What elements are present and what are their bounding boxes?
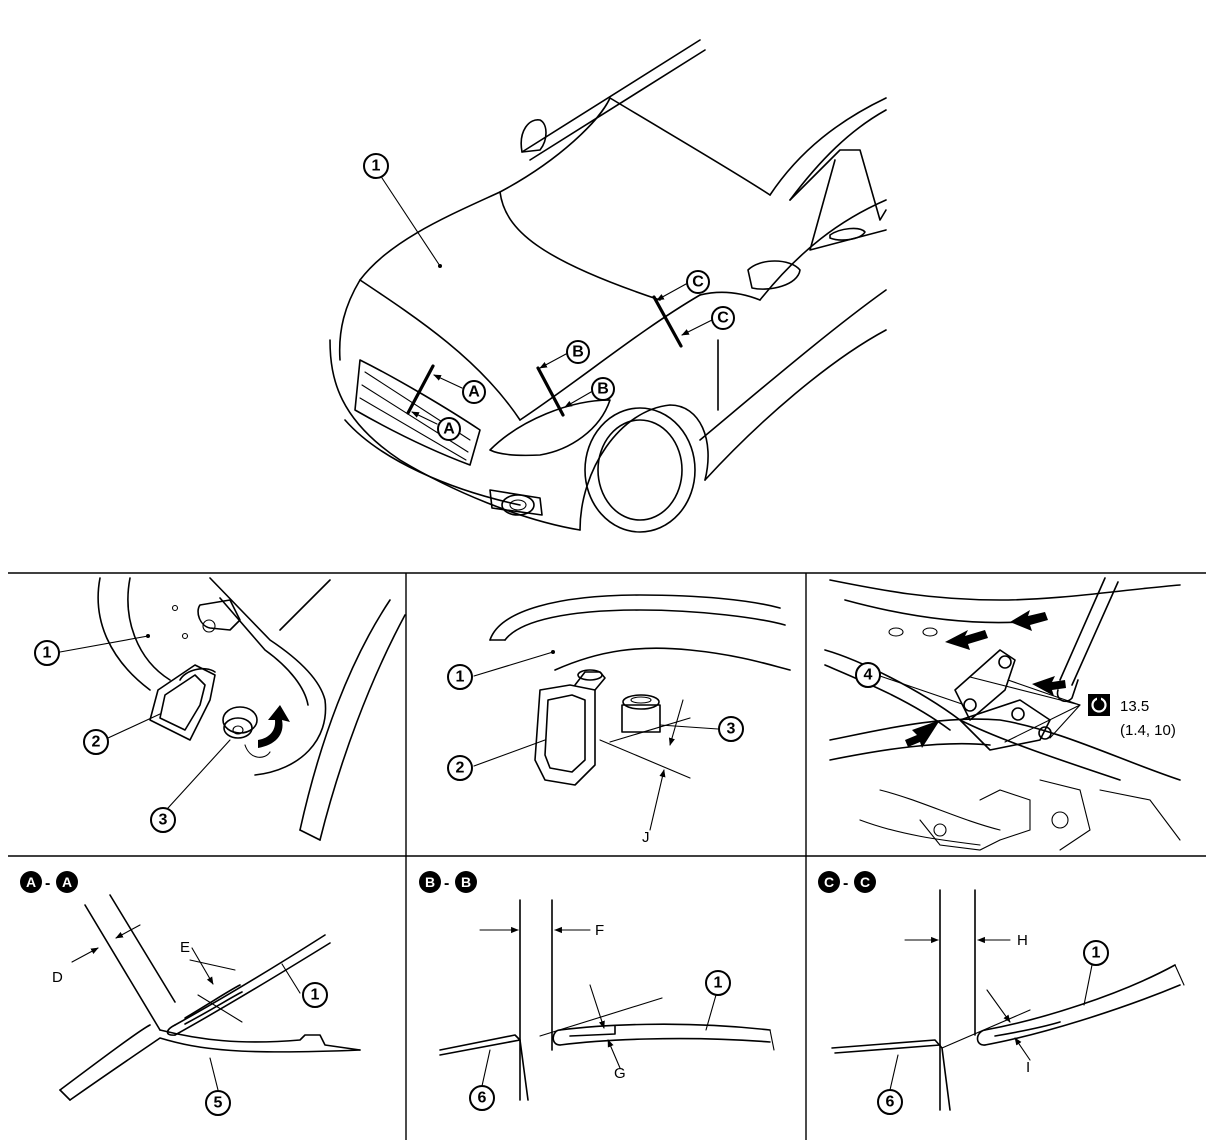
section-mark-b-upper: B — [566, 340, 590, 364]
callout-5-section-aa: 5 — [205, 1090, 231, 1116]
section-mark-a-upper: A — [462, 380, 486, 404]
svg-text:C: C — [824, 874, 834, 890]
svg-text:A: A — [443, 421, 455, 438]
svg-text:C: C — [860, 874, 870, 890]
section-title-bb: B - B — [419, 871, 477, 893]
svg-text:3: 3 — [159, 812, 168, 829]
section-aa-drawing — [59, 894, 361, 1101]
svg-text:A: A — [62, 874, 72, 890]
torque-alt-units: (1.4, 10) — [1120, 722, 1176, 739]
callout-bracket-2-panel2: 2 — [447, 755, 473, 781]
torque-wrench-icon — [1088, 694, 1110, 716]
svg-text:B: B — [461, 874, 471, 890]
callout-hood-1: 1 — [363, 153, 389, 179]
svg-text:B: B — [572, 344, 584, 361]
direction-arrow-icon — [905, 720, 940, 748]
svg-text:6: 6 — [886, 1094, 895, 1111]
section-mark-c-lower: C — [711, 306, 735, 330]
svg-text:3: 3 — [727, 721, 736, 738]
svg-text:B: B — [425, 874, 435, 890]
dimension-label-e: E — [180, 939, 190, 956]
dimension-label-f: F — [595, 922, 604, 939]
svg-text:1: 1 — [456, 669, 465, 686]
direction-arrow-icon — [1032, 676, 1066, 696]
callout-6-section-bb: 6 — [469, 1085, 495, 1111]
dimension-label-j: J — [642, 829, 650, 846]
svg-text:4: 4 — [864, 667, 873, 684]
section-mark-b-lower: B — [591, 377, 615, 401]
callout-hinge-4: 4 — [855, 662, 881, 688]
section-mark-c-upper: C — [686, 270, 710, 294]
section-mark-a-lower: A — [437, 417, 461, 441]
svg-text:6: 6 — [478, 1090, 487, 1107]
direction-arrow-icon — [1010, 610, 1048, 631]
panel-hood-hinge — [824, 577, 1181, 851]
callout-hood-1-section-cc: 1 — [1083, 940, 1109, 966]
car-overview-illustration — [329, 39, 887, 533]
dimension-label-d: D — [52, 969, 63, 986]
section-bb-drawing — [439, 899, 775, 1101]
direction-arrow-icon — [945, 630, 988, 650]
svg-text:-: - — [843, 875, 848, 892]
section-title-cc: C - C — [818, 871, 876, 893]
svg-text:1: 1 — [714, 975, 723, 992]
svg-text:A: A — [468, 384, 480, 401]
panel-grid — [8, 572, 1206, 1140]
svg-text:C: C — [692, 274, 704, 291]
svg-text:A: A — [26, 874, 36, 890]
svg-text:B: B — [597, 381, 609, 398]
svg-text:5: 5 — [214, 1095, 223, 1112]
callout-hood-1-panel2: 1 — [447, 664, 473, 690]
panel-bumper-rubber-height — [489, 594, 791, 831]
callout-hood-1-section-bb: 1 — [705, 970, 731, 996]
svg-text:-: - — [45, 875, 50, 892]
callout-hood-1-panel1: 1 — [34, 640, 60, 666]
svg-text:2: 2 — [456, 760, 465, 777]
panel-bumper-rubber — [97, 577, 406, 841]
callout-6-section-cc: 6 — [877, 1089, 903, 1115]
svg-text:1: 1 — [372, 158, 381, 175]
callout-rubber-3-panel1: 3 — [150, 807, 176, 833]
svg-text:1: 1 — [43, 645, 52, 662]
callout-bracket-2-panel1: 2 — [83, 729, 109, 755]
section-cc-drawing — [831, 889, 1185, 1111]
dimension-label-g: G — [614, 1065, 626, 1082]
svg-text:1: 1 — [1092, 945, 1101, 962]
section-title-aa: A - A — [20, 871, 78, 893]
rotation-arrow-icon — [258, 705, 290, 748]
callout-rubber-3-panel2: 3 — [718, 716, 744, 742]
dimension-label-h: H — [1017, 932, 1028, 949]
dimension-label-i: I — [1026, 1059, 1030, 1076]
svg-text:-: - — [444, 875, 449, 892]
callout-hood-1-section-aa: 1 — [302, 982, 328, 1008]
svg-text:C: C — [717, 310, 729, 327]
svg-text:2: 2 — [92, 734, 101, 751]
torque-value: 13.5 — [1120, 698, 1149, 715]
svg-text:1: 1 — [311, 987, 320, 1004]
